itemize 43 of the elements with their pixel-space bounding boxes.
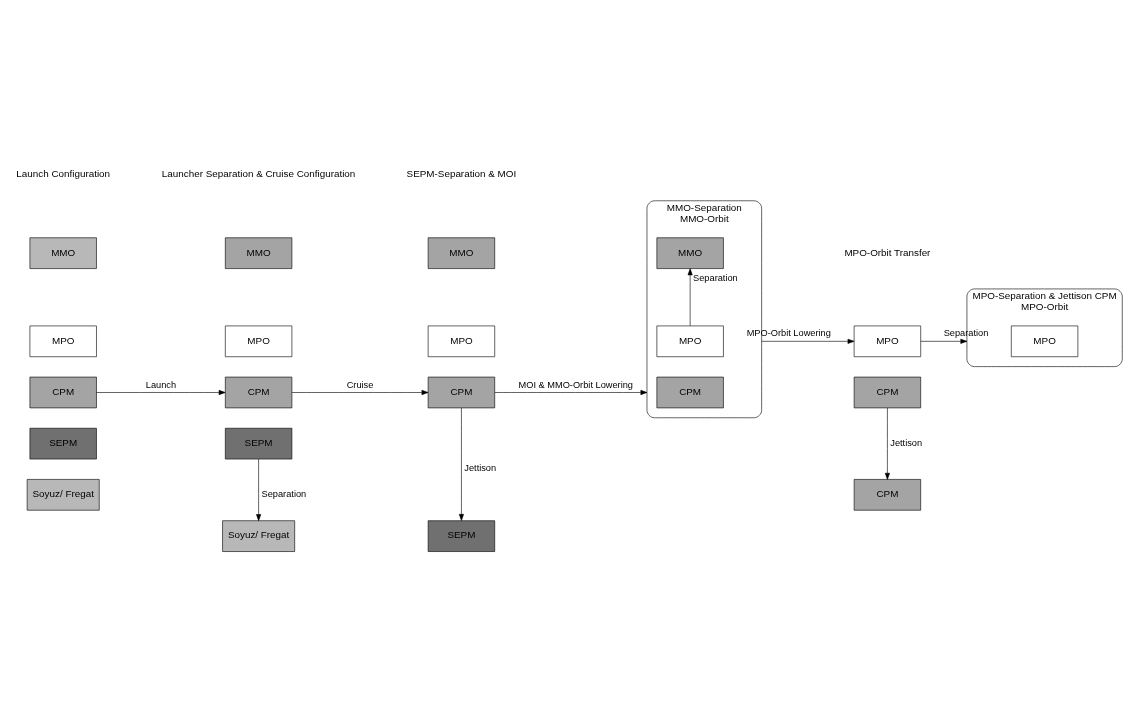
edge-label: Jettison <box>890 437 923 448</box>
label: Launcher Separation & Cruise Configuration <box>161 167 356 179</box>
node-box: MPO <box>1011 325 1079 357</box>
arrow <box>494 389 648 395</box>
node-box: CPM <box>656 376 724 408</box>
node-box: CPM <box>427 376 496 408</box>
edge-label: Cruise <box>346 379 374 390</box>
arrow <box>920 338 968 344</box>
node-box: CPM <box>853 376 921 408</box>
node-box: MMO <box>225 236 293 269</box>
node-box: MPO <box>427 325 496 357</box>
label: Launch Configuration <box>16 167 111 179</box>
node-box: SEPM <box>29 427 97 459</box>
arrow <box>761 338 855 344</box>
edge-label: MOI & MMO-Orbit Lowering <box>518 379 633 390</box>
node-box: SEPM <box>427 519 496 552</box>
node-box: CPM <box>29 376 97 408</box>
arrow <box>687 267 693 326</box>
node-box: MPO <box>656 325 724 357</box>
arrow <box>291 389 429 395</box>
label: MPO-Orbit Transfer <box>844 246 931 258</box>
node-box: Soyuz/ Fregat <box>222 519 295 552</box>
edge-label: Separation <box>693 272 738 283</box>
label: SEPM-Separation & MOI <box>406 167 517 179</box>
node-box: SEPM <box>225 427 293 459</box>
node-box: CPM <box>853 478 921 511</box>
node-box: MMO <box>427 236 496 269</box>
node-box: MPO <box>29 325 97 357</box>
node-box: MPO <box>225 325 293 357</box>
arrow <box>256 458 262 521</box>
edge-label: MPO-Orbit Lowering <box>746 327 831 338</box>
edge-label: Jettison <box>464 462 497 473</box>
node-box: CPM <box>225 376 293 408</box>
arrow <box>96 389 226 395</box>
node-box: Soyuz/ Fregat <box>26 478 100 511</box>
arrow <box>884 407 890 480</box>
edge-label: Launch <box>145 379 177 390</box>
node-box: MMO <box>29 236 97 269</box>
node-box: MPO <box>853 325 921 357</box>
node-box: MMO <box>656 236 724 269</box>
arrow <box>458 407 464 521</box>
edge-label: Separation <box>261 488 307 499</box>
edge-label: Separation <box>943 327 989 338</box>
